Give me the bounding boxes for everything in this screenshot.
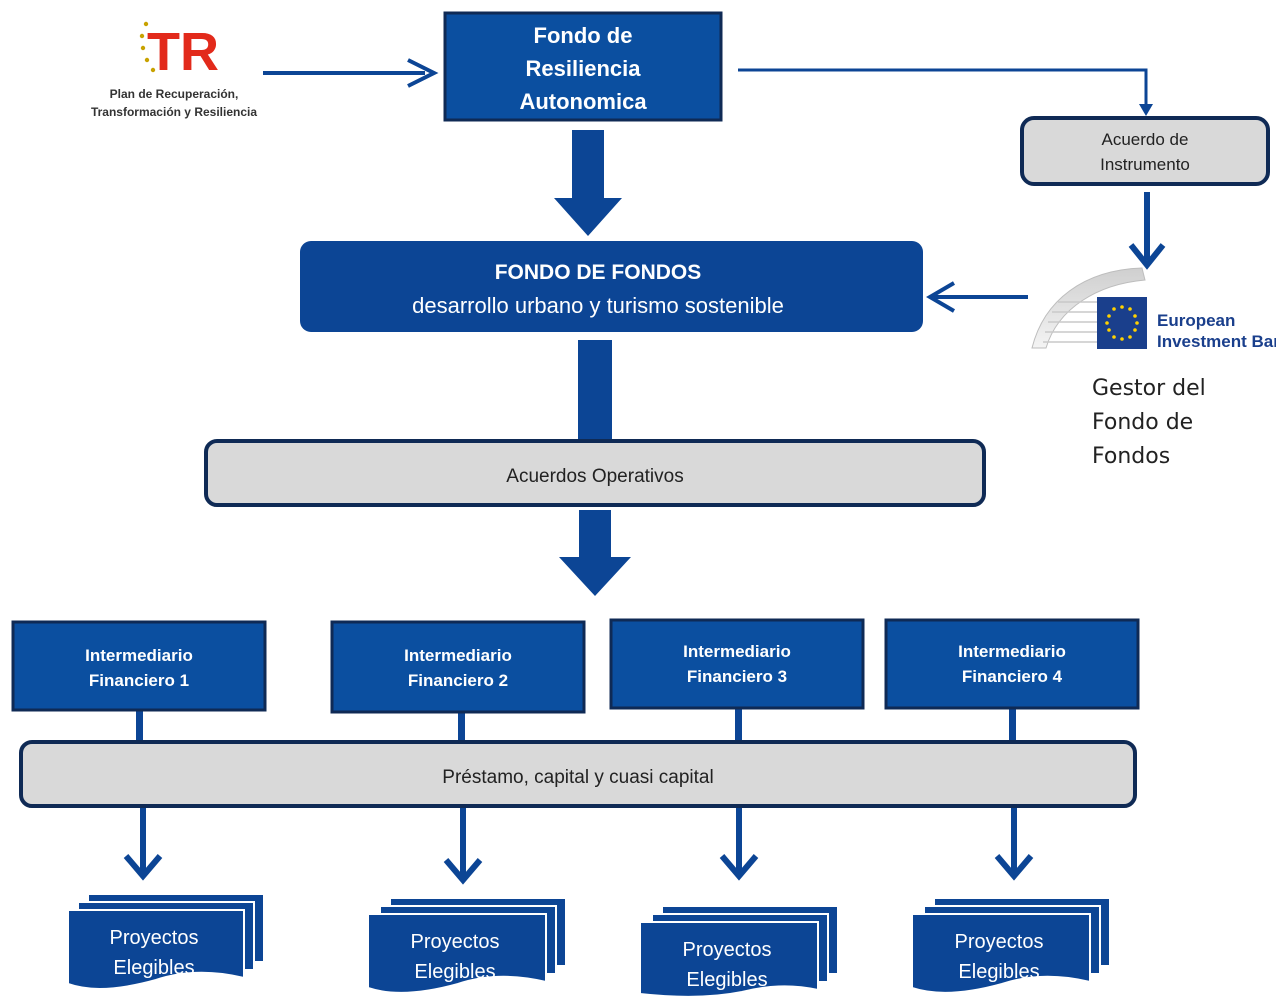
intermediario-1-box: Intermediario Financiero 1 (11, 620, 267, 712)
intermediario-2-box: Intermediario Financiero 2 (330, 620, 586, 714)
proyectos-2-line2: Elegibles (414, 961, 495, 983)
proyectos-3-line2: Elegibles (686, 969, 767, 991)
gestor-line3: Fondos (1092, 444, 1171, 469)
fondo-resiliencia-box: Fondo de Resiliencia Autonomica (443, 11, 723, 122)
stem-if1 (136, 710, 143, 745)
fondo-resiliencia-line1: Fondo de (534, 23, 633, 48)
arrow-to-proyectos-4 (994, 808, 1034, 881)
proyectos-2-line1: Proyectos (411, 931, 500, 953)
intermediario-3-line1: Intermediario (683, 642, 791, 661)
arrow-instrumento-to-eib (1128, 192, 1166, 270)
intermediario-2-line1: Intermediario (404, 646, 512, 665)
proyectos-4-stack: Proyectos Elegibles (911, 897, 1111, 994)
connector-fondo-to-acuerdos (578, 340, 612, 450)
eib-line2: Investment Bank (1157, 332, 1276, 351)
proyectos-2-stack: Proyectos Elegibles (367, 897, 567, 994)
proyectos-4-line1: Proyectos (955, 931, 1044, 953)
proyectos-3-line1: Proyectos (683, 939, 772, 961)
intermediario-4-line1: Intermediario (958, 642, 1066, 661)
arrow-eib-to-fondo-de-fondos (926, 281, 1028, 313)
fondo-de-fondos-subtitle: desarrollo urbano y turismo sostenible (412, 293, 784, 318)
acuerdo-instrumento-box: Acuerdo de Instrumento (1020, 116, 1270, 186)
proyectos-4-line2: Elegibles (958, 961, 1039, 983)
arrow-fondo-to-fondo-de-fondos (554, 130, 622, 236)
fondo-resiliencia-line2: Resiliencia (526, 56, 642, 81)
stem-if2 (458, 712, 465, 745)
prestamo-box: Préstamo, capital y cuasi capital (19, 740, 1137, 808)
acuerdos-operativos-box: Acuerdos Operativos (204, 439, 986, 507)
acuerdo-instrumento-line1: Acuerdo de (1102, 130, 1189, 149)
arrow-to-proyectos-2 (443, 808, 483, 885)
fondo-resiliencia-line3: Autonomica (519, 89, 647, 114)
gestor-line1: Gestor del (1092, 376, 1206, 401)
arrow-acuerdos-to-intermediarios (559, 510, 631, 596)
prestamo-label: Préstamo, capital y cuasi capital (442, 767, 713, 788)
eib-line1: European (1157, 311, 1235, 330)
prtr-dots-icon (139, 21, 156, 73)
intermediario-3-box: Intermediario Financiero 3 (609, 618, 865, 710)
connectors (123, 58, 1166, 885)
arrow-to-proyectos-3 (719, 808, 759, 881)
stem-if3 (735, 708, 742, 745)
eib-logo: European Investment Bank (1031, 267, 1276, 351)
proyectos-1-line1: Proyectos (110, 927, 199, 949)
intermediario-1-line2: Financiero 1 (89, 671, 189, 690)
fondo-de-fondos-box: FONDO DE FONDOS desarrollo urbano y turi… (300, 241, 923, 332)
fondo-de-fondos-title: FONDO DE FONDOS (495, 261, 702, 284)
acuerdos-operativos-label: Acuerdos Operativos (506, 466, 683, 487)
intermediario-1-line1: Intermediario (85, 646, 193, 665)
prtr-mark: TR (147, 22, 219, 82)
arrow-fondo-to-acuerdo-instrumento (738, 68, 1153, 116)
intermediario-2-line2: Financiero 2 (408, 671, 508, 690)
acuerdo-instrumento-line2: Instrumento (1100, 155, 1190, 174)
proyectos-1-line2: Elegibles (113, 957, 194, 979)
proyectos-1-stack: Proyectos Elegibles (67, 893, 265, 990)
intermediario-3-line2: Financiero 3 (687, 667, 787, 686)
prtr-logo: TR Plan de Recuperación, Transformación … (91, 21, 257, 119)
arrow-logo-to-fondo (263, 58, 439, 88)
eu-flag-icon (1097, 297, 1147, 349)
prtr-caption-line1: Plan de Recuperación, (110, 87, 239, 101)
intermediario-4-line2: Financiero 4 (962, 667, 1063, 686)
intermediario-4-box: Intermediario Financiero 4 (884, 618, 1140, 710)
proyectos-3-stack: Proyectos Elegibles (639, 905, 839, 998)
gestor-label: Gestor del Fondo de Fondos (1092, 372, 1272, 474)
gestor-line2: Fondo de (1092, 410, 1194, 435)
stem-if4 (1009, 708, 1016, 745)
prtr-caption-line2: Transformación y Resiliencia (91, 105, 257, 119)
arrow-to-proyectos-1 (123, 808, 163, 881)
